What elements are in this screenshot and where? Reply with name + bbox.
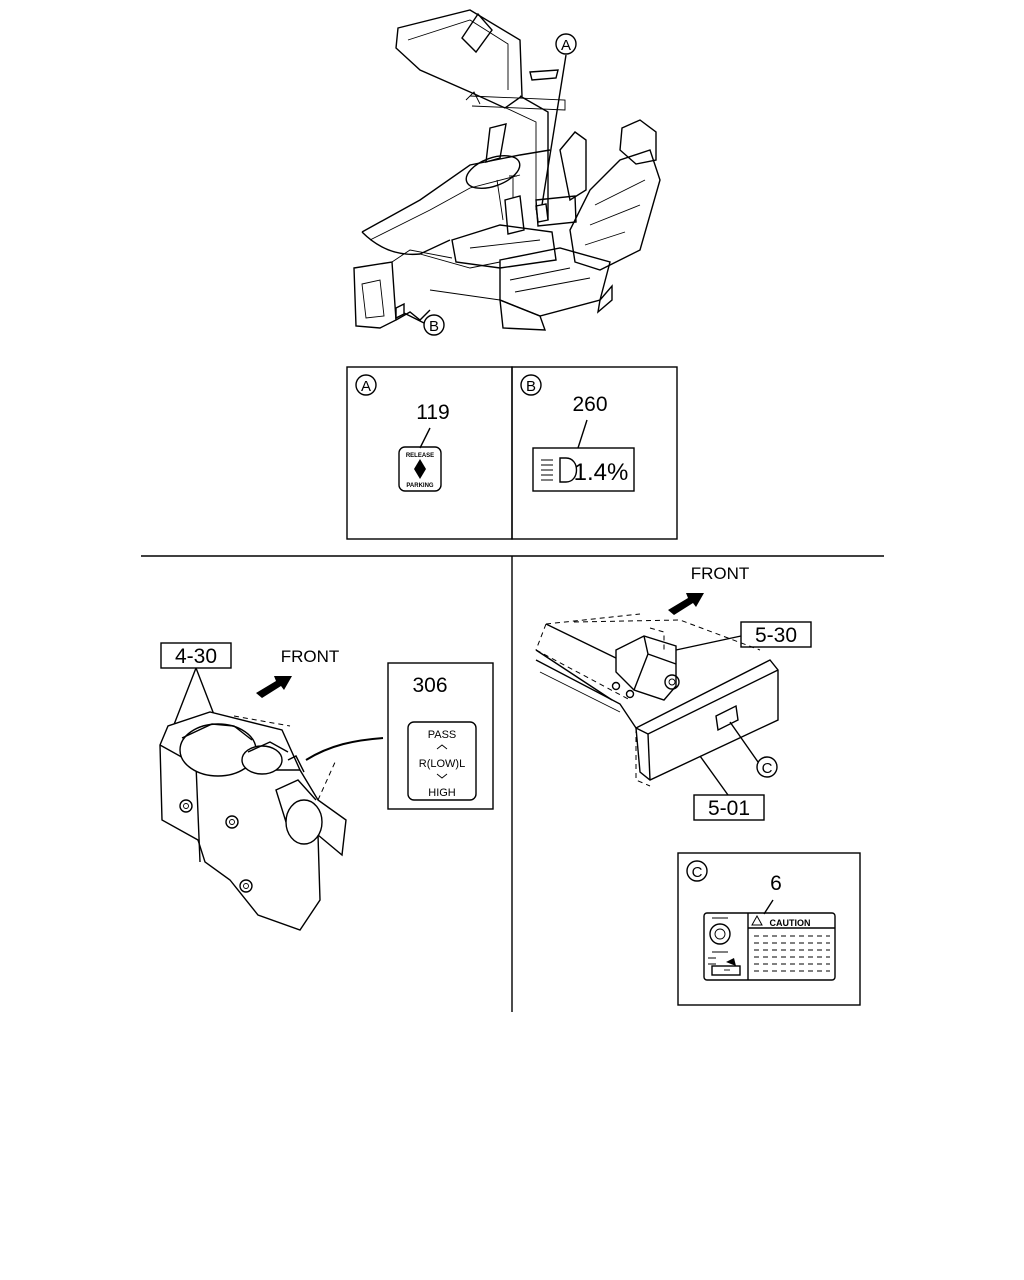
switch-low-text: R(LOW)L <box>419 758 465 770</box>
detail-box-a: A 119 RELEASE PARKING <box>346 366 513 540</box>
knob-icon <box>709 923 731 945</box>
parking-label-text: PARKING <box>406 483 434 489</box>
headlamp-leveling-label <box>532 447 635 492</box>
ref-5-30-label: 5-30 <box>755 624 797 647</box>
release-parking-label-icon <box>398 446 442 492</box>
part-number-306: 306 <box>412 674 447 697</box>
front-label-left: FRONT <box>281 647 340 666</box>
caution-label-on-rail <box>715 704 739 732</box>
part-number-260: 260 <box>572 393 607 416</box>
cab-interior-illustration: A B <box>353 9 661 336</box>
ref-box-5-01 <box>693 794 765 821</box>
front-label-right: FRONT <box>691 564 750 583</box>
headlamp-icon <box>541 457 578 483</box>
front-arrow-left-icon <box>256 676 292 698</box>
switch-pass-text: PASS <box>428 729 457 741</box>
callout-c-label: C <box>762 760 773 777</box>
ref-4-30-label: 4-30 <box>175 645 217 668</box>
warning-triangle-icon <box>751 914 763 926</box>
frame-rail-section: FRONT 5-30 5-01 C <box>535 564 812 821</box>
caution-title: CAUTION <box>770 918 811 928</box>
combination-switch-section: 4-30 FRONT 306 PASS R(LOW)L <box>159 642 494 931</box>
part-number-119: 119 <box>416 401 449 424</box>
caution-label <box>703 912 836 981</box>
leveling-value: 1.4% <box>574 459 629 486</box>
switch-position-label <box>407 721 477 801</box>
detail-box-b: B 260 1.4% <box>511 366 678 540</box>
detail-box-c: C 6 CAUTION <box>677 852 861 1006</box>
release-label-text: RELEASE <box>406 453 434 459</box>
ref-5-01-label: 5-01 <box>708 797 750 820</box>
callout-b-label: B <box>429 318 439 335</box>
detail-b-callout: B <box>526 378 536 395</box>
ref-box-5-30 <box>740 621 812 648</box>
front-arrow-right-icon <box>668 593 704 615</box>
callout-a-label: A <box>561 37 571 54</box>
detail-a-callout: A <box>361 378 371 395</box>
switch-high-text: HIGH <box>428 787 456 799</box>
detail-c-callout: C <box>692 864 703 881</box>
part-number-6: 6 <box>770 872 782 895</box>
detail-box-306 <box>387 662 494 810</box>
